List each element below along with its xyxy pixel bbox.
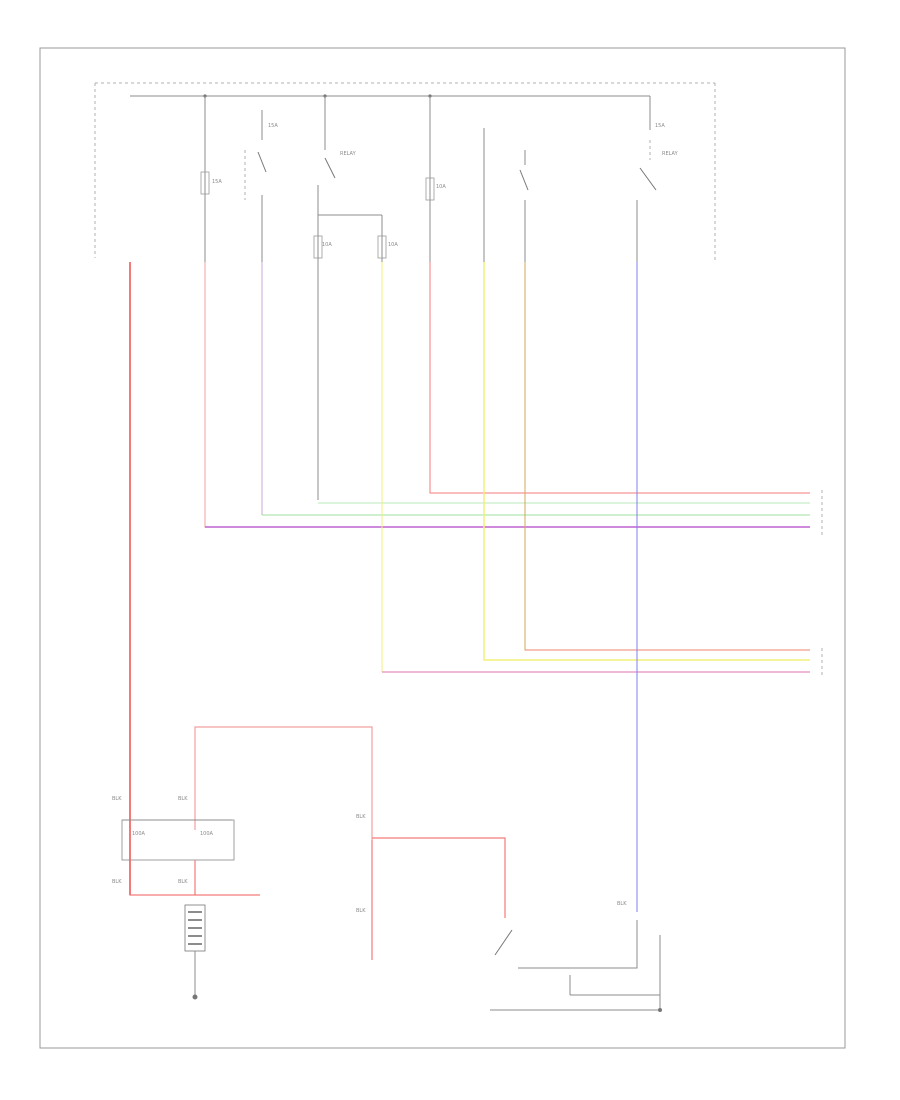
svg-text:15A: 15A bbox=[212, 179, 222, 185]
wire-red-battery bbox=[129, 860, 260, 896]
svg-text:15A: 15A bbox=[655, 123, 665, 129]
wire-red-starter bbox=[372, 837, 506, 918]
wire-red-upper bbox=[429, 262, 810, 494]
wire-pink-loop bbox=[194, 726, 373, 840]
svg-text:100A: 100A bbox=[132, 831, 146, 837]
charging-starting-section: 100A 100A BLK BLK BLK BLK BLK BLK bbox=[112, 726, 662, 1012]
svg-text:10A: 10A bbox=[322, 242, 332, 248]
battery bbox=[184, 904, 206, 1000]
fuse-relay-box-outline bbox=[94, 82, 716, 262]
svg-text:RELAY: RELAY bbox=[340, 151, 357, 157]
wire-orange bbox=[524, 262, 810, 651]
svg-text:15A: 15A bbox=[268, 123, 278, 129]
svg-text:BLK: BLK bbox=[112, 879, 122, 885]
svg-text:10A: 10A bbox=[388, 242, 398, 248]
diagram-frame bbox=[39, 47, 846, 1049]
svg-text:BLK: BLK bbox=[356, 814, 366, 820]
svg-text:BLK: BLK bbox=[178, 879, 188, 885]
svg-text:100A: 100A bbox=[200, 831, 214, 837]
svg-text:10A: 10A bbox=[436, 184, 446, 190]
svg-text:BLK: BLK bbox=[112, 796, 122, 802]
fuse-branches bbox=[200, 96, 657, 500]
starter-motor: BLK bbox=[490, 901, 662, 1012]
svg-text:BLK: BLK bbox=[178, 796, 188, 802]
wire-yellow-2 bbox=[483, 262, 810, 661]
svg-text:BLK: BLK bbox=[617, 901, 627, 907]
alternator: BLK BLK bbox=[356, 814, 506, 960]
wire-pink-purple bbox=[204, 262, 810, 528]
svg-text:BLK: BLK bbox=[356, 908, 366, 914]
fuse-labels: 15A 15A RELAY 10A 10A 10A 15A RELAY bbox=[212, 123, 679, 248]
svg-text:RELAY: RELAY bbox=[662, 151, 679, 157]
colored-wires bbox=[129, 262, 810, 912]
